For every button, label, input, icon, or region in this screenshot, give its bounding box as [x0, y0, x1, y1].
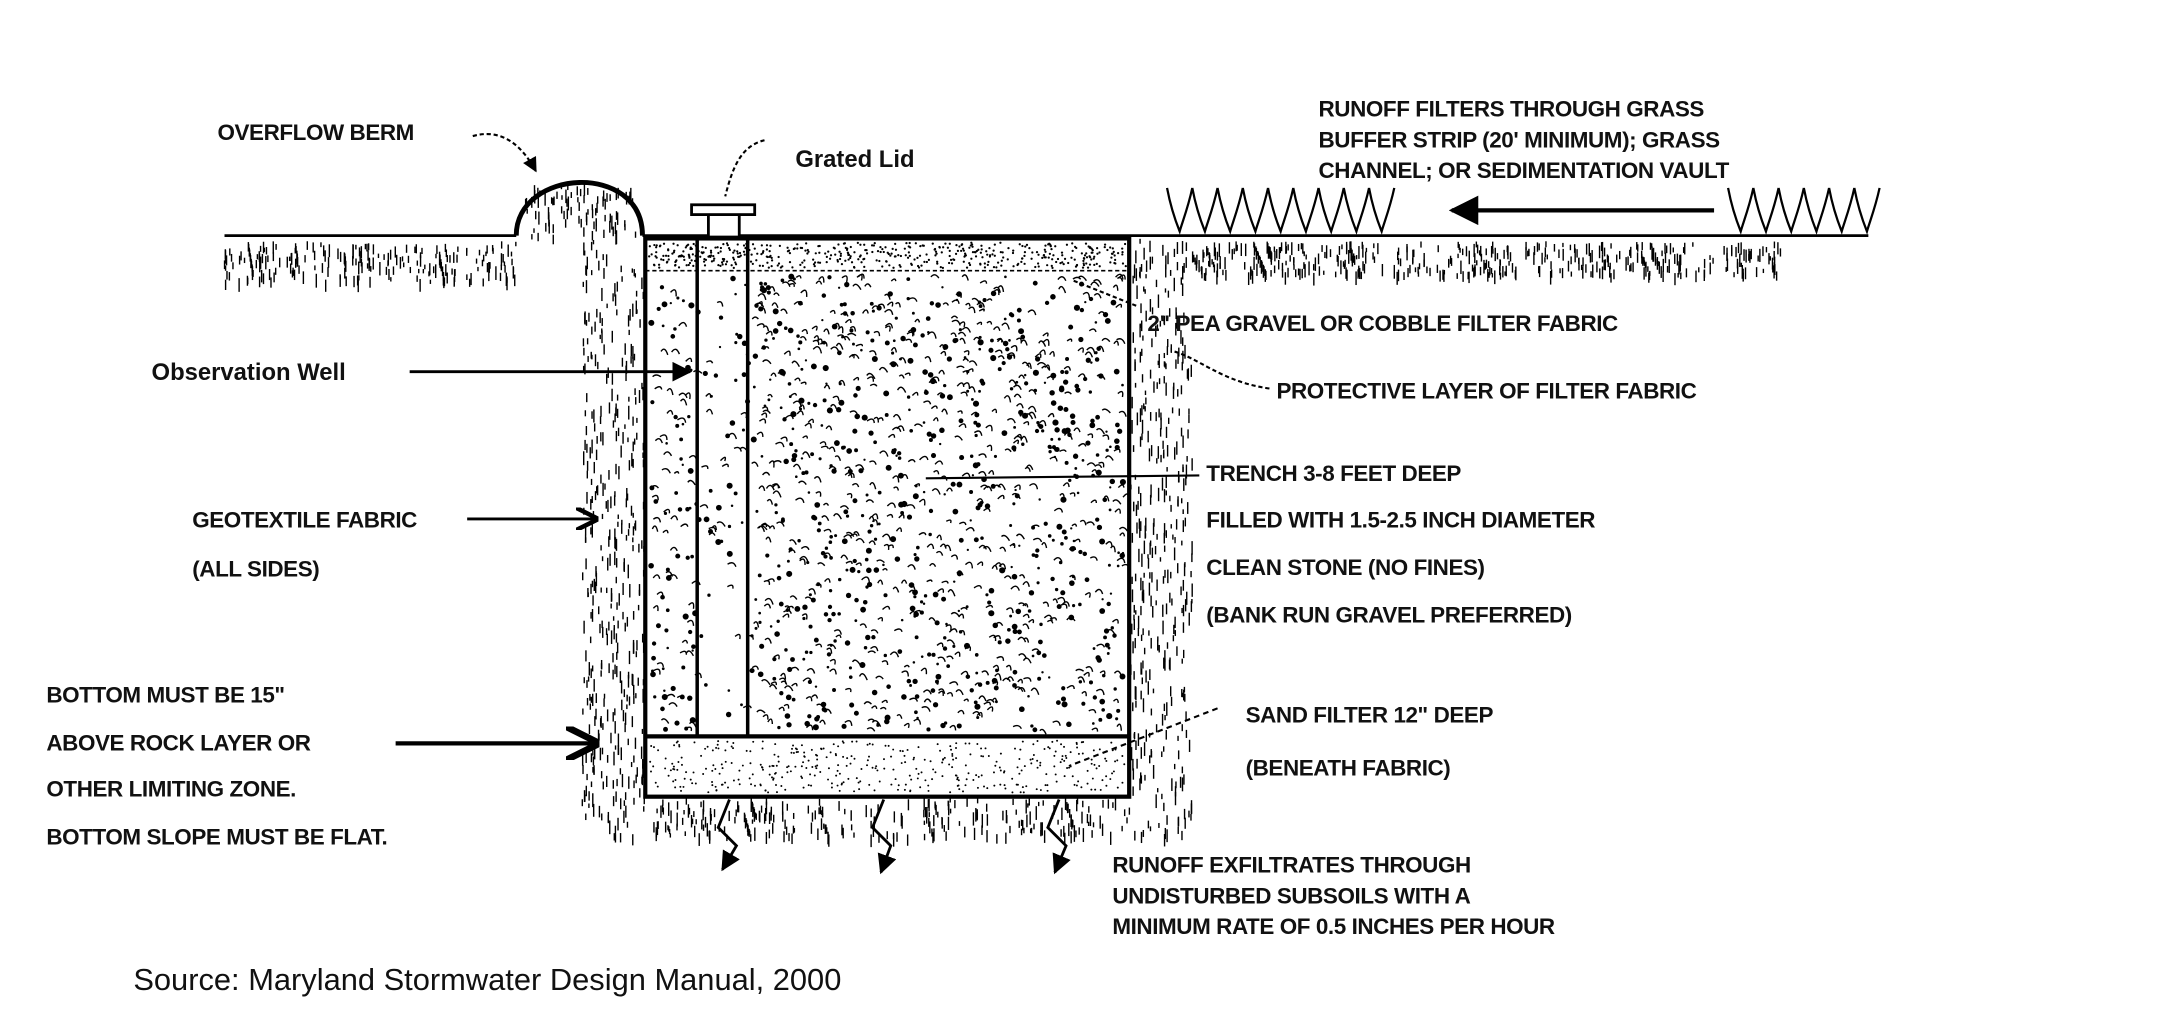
exfiltrates-label-1: RUNOFF EXFILTRATES THROUGH	[1112, 852, 1470, 877]
overflow-berm-leader	[472, 132, 537, 173]
source-caption: Source: Maryland Stormwater Design Manua…	[133, 962, 841, 997]
pea-gravel-label: 2" PEA GRAVEL OR COBBLE FILTER FABRIC	[1147, 311, 1618, 336]
sand-filter-leader	[1072, 707, 1218, 766]
trench-label-2: FILLED WITH 1.5-2.5 INCH DIAMETER	[1206, 507, 1595, 532]
native-soil-hatching	[223, 183, 1782, 848]
observation-well-label: Observation Well	[152, 359, 346, 386]
bottom-label-4: BOTTOM SLOPE MUST BE FLAT.	[46, 824, 387, 849]
pea-gravel-layer	[648, 241, 1127, 270]
protective-layer-label: PROTECTIVE LAYER OF FILTER FABRIC	[1276, 378, 1696, 403]
bottom-label-2: ABOVE ROCK LAYER OR	[46, 730, 310, 755]
sand-filter-layer	[649, 739, 1126, 794]
pea-gravel-leader	[1072, 279, 1137, 307]
trench-outline	[643, 236, 1132, 799]
protective-layer-leader	[1171, 349, 1270, 390]
trench-label-4: (BANK RUN GRAVEL PREFERRED)	[1206, 603, 1572, 628]
runoff-filters-label-2: BUFFER STRIP (20' MINIMUM); GRASS	[1319, 127, 1721, 152]
grated-lid-leader	[724, 139, 765, 197]
runoff-filters-label-3: CHANNEL; OR SEDIMENTATION VAULT	[1319, 158, 1730, 183]
runoff-filters-label-1: RUNOFF FILTERS THROUGH GRASS	[1319, 96, 1705, 121]
grated-lid-label: Grated Lid	[795, 146, 914, 173]
grass-buffer-icon	[1165, 187, 1881, 235]
exfiltration-arrows	[716, 798, 1071, 875]
overflow-berm-label: OVERFLOW BERM	[217, 120, 413, 145]
grated-lid-icon	[690, 203, 757, 239]
exfiltrates-label-3: MINIMUM RATE OF 0.5 INCHES PER HOUR	[1112, 914, 1555, 939]
bottom-label-1: BOTTOM MUST BE 15"	[46, 683, 284, 708]
trench-leader	[925, 474, 1200, 480]
observation-well-pipe	[695, 238, 750, 737]
sand-filter-label-2: (BENEATH FABRIC)	[1246, 756, 1451, 781]
bottom-label-3: OTHER LIMITING ZONE.	[46, 777, 296, 802]
geotextile-label-2: (ALL SIDES)	[192, 556, 319, 581]
exfiltrates-label-2: UNDISTURBED SUBSOILS WITH A	[1112, 883, 1470, 908]
sand-filter-label-1: SAND FILTER 12" DEEP	[1246, 702, 1494, 727]
overflow-berm	[513, 180, 645, 236]
geotextile-label-1: GEOTEXTILE FABRIC	[192, 507, 417, 532]
trench-label-1: TRENCH 3-8 FEET DEEP	[1206, 461, 1461, 486]
clean-stone-fill	[648, 273, 1130, 735]
trench-label-3: CLEAN STONE (NO FINES)	[1206, 555, 1484, 580]
